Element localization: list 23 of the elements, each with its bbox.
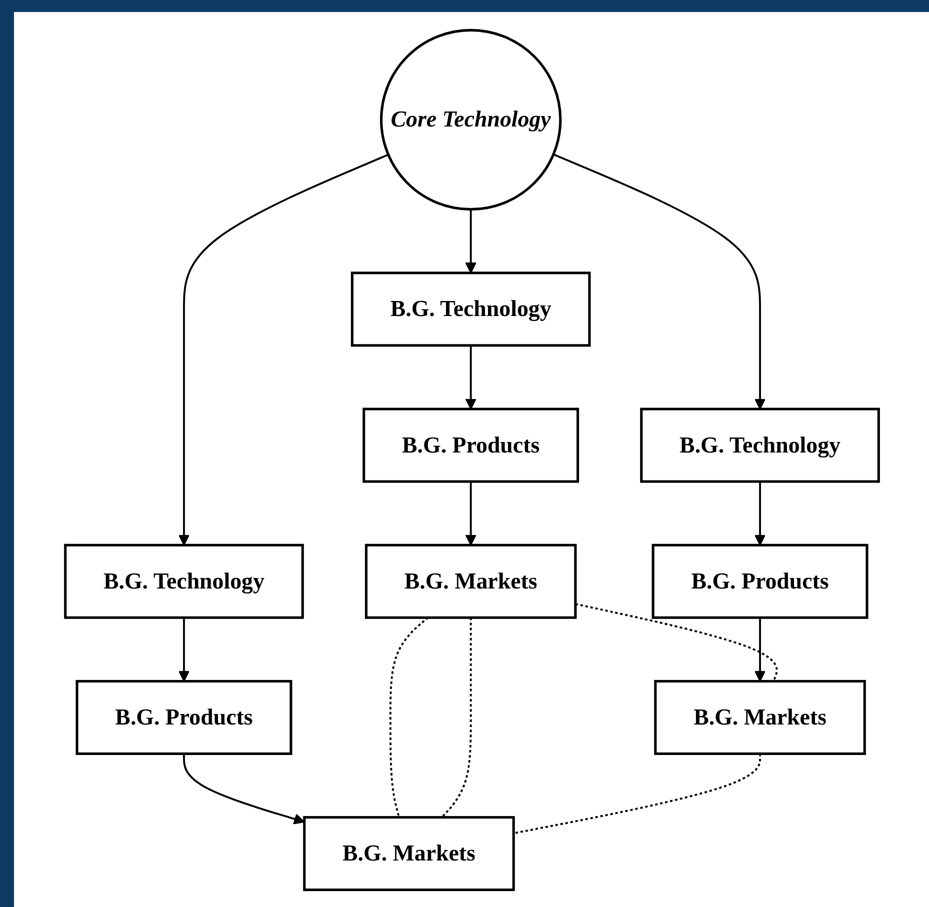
- arrow: [182, 753, 304, 824]
- node-circle: Core Technology: [379, 28, 562, 210]
- arrow: [464, 208, 476, 273]
- connector: [512, 753, 760, 834]
- arrow: [178, 617, 190, 682]
- connector: [440, 617, 472, 818]
- node-box: B.G. Markets: [302, 816, 514, 891]
- node-box: B.G. Technology: [640, 407, 880, 482]
- arrow: [464, 344, 476, 410]
- connector: [574, 602, 778, 682]
- node-box: B.G. Markets: [654, 679, 866, 754]
- arrow: [552, 153, 766, 410]
- node-box: B.G. Products: [362, 407, 579, 482]
- node-box: B.G. Products: [651, 543, 868, 618]
- arrow: [754, 481, 766, 546]
- arrow: [178, 153, 388, 546]
- connector: [388, 616, 428, 818]
- node-box: B.G. Technology: [350, 271, 590, 346]
- node-box: B.G. Markets: [364, 543, 576, 618]
- arrow: [464, 481, 476, 546]
- node-box: B.G. Technology: [64, 543, 304, 618]
- node-box: B.G. Products: [75, 679, 292, 754]
- arrow: [754, 617, 766, 682]
